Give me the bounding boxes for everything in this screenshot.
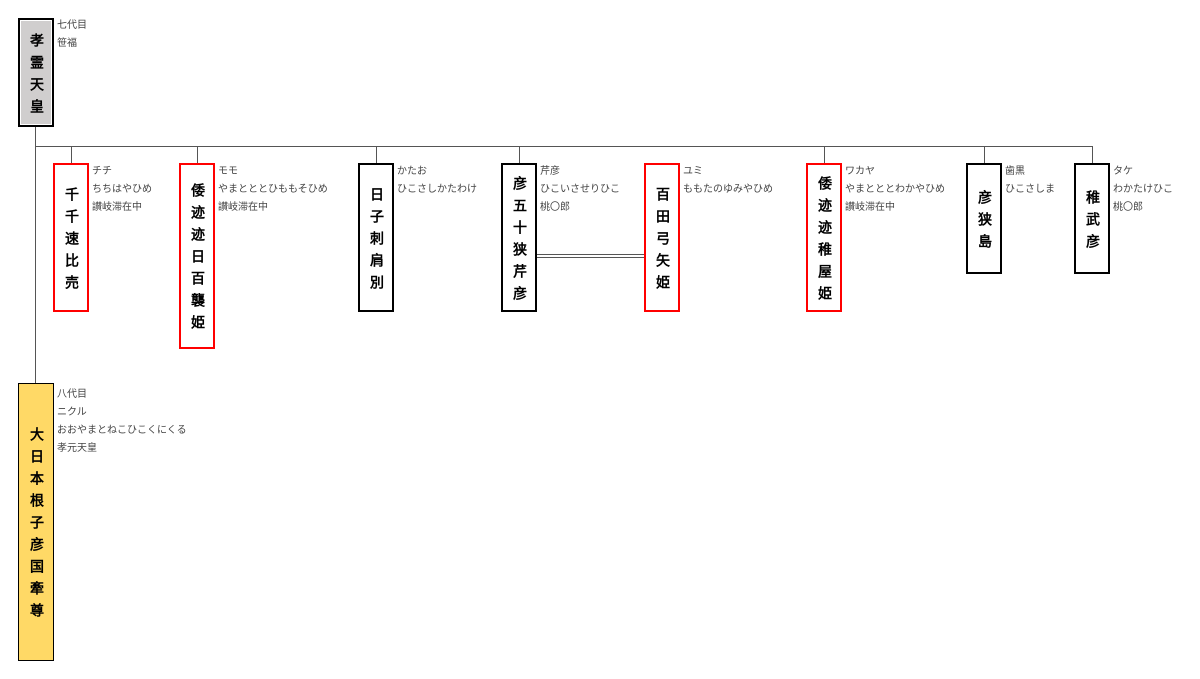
child-name: 千千速比売 bbox=[63, 186, 79, 297]
child-connector bbox=[824, 146, 825, 163]
note-line: ちちはやひめ bbox=[92, 184, 152, 195]
note-line: チチ bbox=[92, 166, 112, 177]
child-box[interactable]: 倭迹迹稚屋姫 bbox=[806, 163, 842, 312]
emperor-name: 孝霊天皇 bbox=[28, 32, 44, 121]
child-connector bbox=[1092, 146, 1093, 163]
note-line: やまとととわかやひめ bbox=[845, 184, 945, 195]
note-line: 孝元天皇 bbox=[57, 443, 97, 454]
child-connector bbox=[984, 146, 985, 163]
note-line: ユミ bbox=[683, 166, 703, 177]
note-line: 桃〇郎 bbox=[540, 202, 570, 213]
child-box[interactable]: 倭迹迹日百襲姫 bbox=[179, 163, 215, 349]
note-line: 讃岐滞在中 bbox=[92, 202, 142, 213]
note-line: 芹彦 bbox=[540, 166, 560, 177]
note-line: 讃岐滞在中 bbox=[218, 202, 268, 213]
child-notes: モモやまとととひももそひめ讃岐滞在中 bbox=[218, 163, 328, 217]
child-box[interactable]: 百田弓矢姫 bbox=[644, 163, 680, 312]
note-line: 笹福 bbox=[57, 38, 77, 49]
emperor-box[interactable]: 孝霊天皇 bbox=[18, 18, 54, 127]
child-connector bbox=[376, 146, 377, 163]
child-box[interactable]: 彦狭島 bbox=[966, 163, 1002, 274]
note-line: ワカヤ bbox=[845, 166, 875, 177]
child-name: 彦狭島 bbox=[976, 189, 992, 256]
successor-name: 大日本根子彦国牽尊 bbox=[28, 427, 44, 625]
child-notes: かたおひこさしかたわけ bbox=[397, 163, 477, 199]
note-line: かたお bbox=[397, 166, 427, 177]
successor-notes: 八代目 ニクル おおやまとねこひこくにくる 孝元天皇 bbox=[57, 386, 187, 458]
note-line: 八代目 bbox=[57, 389, 87, 400]
child-box[interactable]: 稚武彦 bbox=[1074, 163, 1110, 274]
trunk-line bbox=[35, 127, 36, 383]
child-box[interactable]: 千千速比売 bbox=[53, 163, 89, 312]
child-notes: チチちちはやひめ讃岐滞在中 bbox=[92, 163, 152, 217]
note-line: 七代目 bbox=[57, 20, 87, 31]
child-name: 稚武彦 bbox=[1084, 189, 1100, 256]
note-line: モモ bbox=[218, 166, 238, 177]
child-connector bbox=[71, 146, 72, 163]
child-box[interactable]: 彦五十狭芹彦 bbox=[501, 163, 537, 312]
note-line: ひこさしかたわけ bbox=[397, 184, 477, 195]
child-name: 倭迹迹日百襲姫 bbox=[189, 183, 205, 337]
child-name: 日子刺肩別 bbox=[368, 186, 384, 297]
note-line: おおやまとねこひこくにくる bbox=[57, 425, 187, 436]
marriage-line bbox=[537, 257, 644, 258]
note-line: ひこいさせりひこ bbox=[540, 184, 620, 195]
note-line: ニクル bbox=[57, 407, 87, 418]
child-connector bbox=[197, 146, 198, 163]
note-line: わかたけひこ bbox=[1113, 184, 1173, 195]
child-notes: ユミももたのゆみやひめ bbox=[683, 163, 773, 199]
child-box[interactable]: 日子刺肩別 bbox=[358, 163, 394, 312]
note-line: 桃〇郎 bbox=[1113, 202, 1143, 213]
note-line: タケ bbox=[1113, 166, 1133, 177]
child-name: 彦五十狭芹彦 bbox=[511, 175, 527, 308]
sibling-line bbox=[35, 146, 1093, 147]
note-line: ひこさしま bbox=[1005, 184, 1055, 195]
note-line: やまとととひももそひめ bbox=[218, 184, 328, 195]
child-name: 百田弓矢姫 bbox=[654, 186, 670, 297]
note-line: 讃岐滞在中 bbox=[845, 202, 895, 213]
successor-box[interactable]: 大日本根子彦国牽尊 bbox=[18, 383, 54, 661]
child-notes: タケわかたけひこ桃〇郎 bbox=[1113, 163, 1173, 217]
child-name: 倭迹迹稚屋姫 bbox=[816, 175, 832, 308]
child-notes: 歯黒ひこさしま bbox=[1005, 163, 1055, 199]
child-connector bbox=[519, 146, 520, 163]
note-line: 歯黒 bbox=[1005, 166, 1025, 177]
child-notes: ワカヤやまとととわかやひめ讃岐滞在中 bbox=[845, 163, 945, 217]
note-line: ももたのゆみやひめ bbox=[683, 184, 773, 195]
child-notes: 芹彦ひこいさせりひこ桃〇郎 bbox=[540, 163, 620, 217]
marriage-line bbox=[537, 254, 644, 255]
emperor-notes: 七代目 笹福 bbox=[57, 17, 87, 53]
